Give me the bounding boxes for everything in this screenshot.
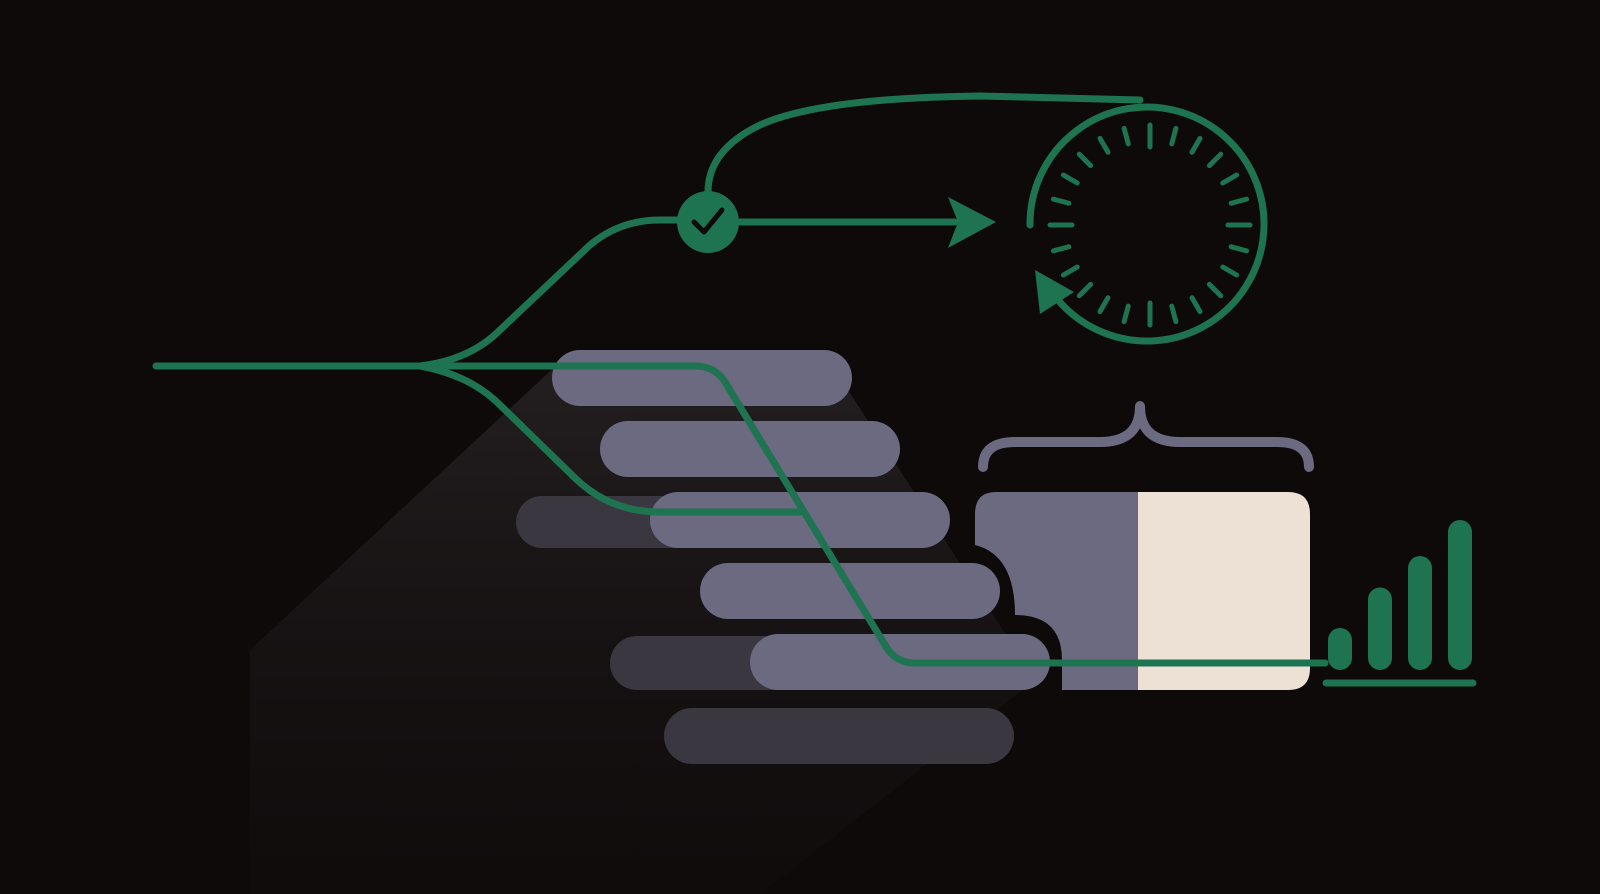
signal-bar [1448, 520, 1472, 670]
stacked-bar-2 [600, 421, 900, 477]
dial-tick [1228, 244, 1250, 254]
timer-dial-icon [1026, 103, 1268, 345]
middle-branch-line [416, 362, 1329, 667]
dial-ring [1026, 103, 1268, 345]
upper-branch-line [416, 216, 694, 370]
dial-tick [1050, 244, 1072, 254]
dial-tick [1121, 125, 1131, 147]
shadow-bar-3 [664, 708, 1014, 764]
dial-tick [1076, 281, 1094, 299]
progress-block [975, 492, 1310, 690]
dial-arrowhead [1035, 270, 1074, 314]
arrow-right-icon [948, 197, 996, 248]
dial-tick [1060, 264, 1080, 278]
dial-tick [1228, 196, 1250, 206]
dial-tick [1097, 135, 1111, 155]
dial-tick [1060, 172, 1080, 186]
stacked-bar-1 [552, 350, 852, 406]
dial-tick [1220, 172, 1240, 186]
dial-tick [1121, 303, 1131, 325]
curly-brace-icon [978, 401, 1314, 472]
dial-tick [1206, 281, 1224, 299]
dial-tick [1189, 295, 1203, 315]
signal-bars-icon [1322, 520, 1477, 687]
signal-bar [1328, 628, 1352, 670]
dial-tick [1076, 151, 1094, 169]
lower-branch-line [416, 362, 804, 516]
stacked-bar-3 [650, 492, 950, 548]
return-loop-line [704, 92, 1144, 196]
signal-bar [1408, 556, 1432, 670]
dial-ticks [1047, 122, 1253, 328]
check-circle-icon [677, 191, 739, 253]
progress-block-cream [1138, 492, 1310, 690]
branch-lines [152, 92, 1329, 667]
dial-tick [1220, 264, 1240, 278]
progress-block-slate [975, 492, 1162, 690]
signal-bar [1368, 587, 1392, 670]
dial-tick [1169, 125, 1179, 147]
dial-tick [1206, 151, 1224, 169]
dial-tick [1169, 303, 1179, 325]
dial-tick [1189, 135, 1203, 155]
dial-tick [1097, 295, 1111, 315]
dial-tick [1050, 196, 1072, 206]
